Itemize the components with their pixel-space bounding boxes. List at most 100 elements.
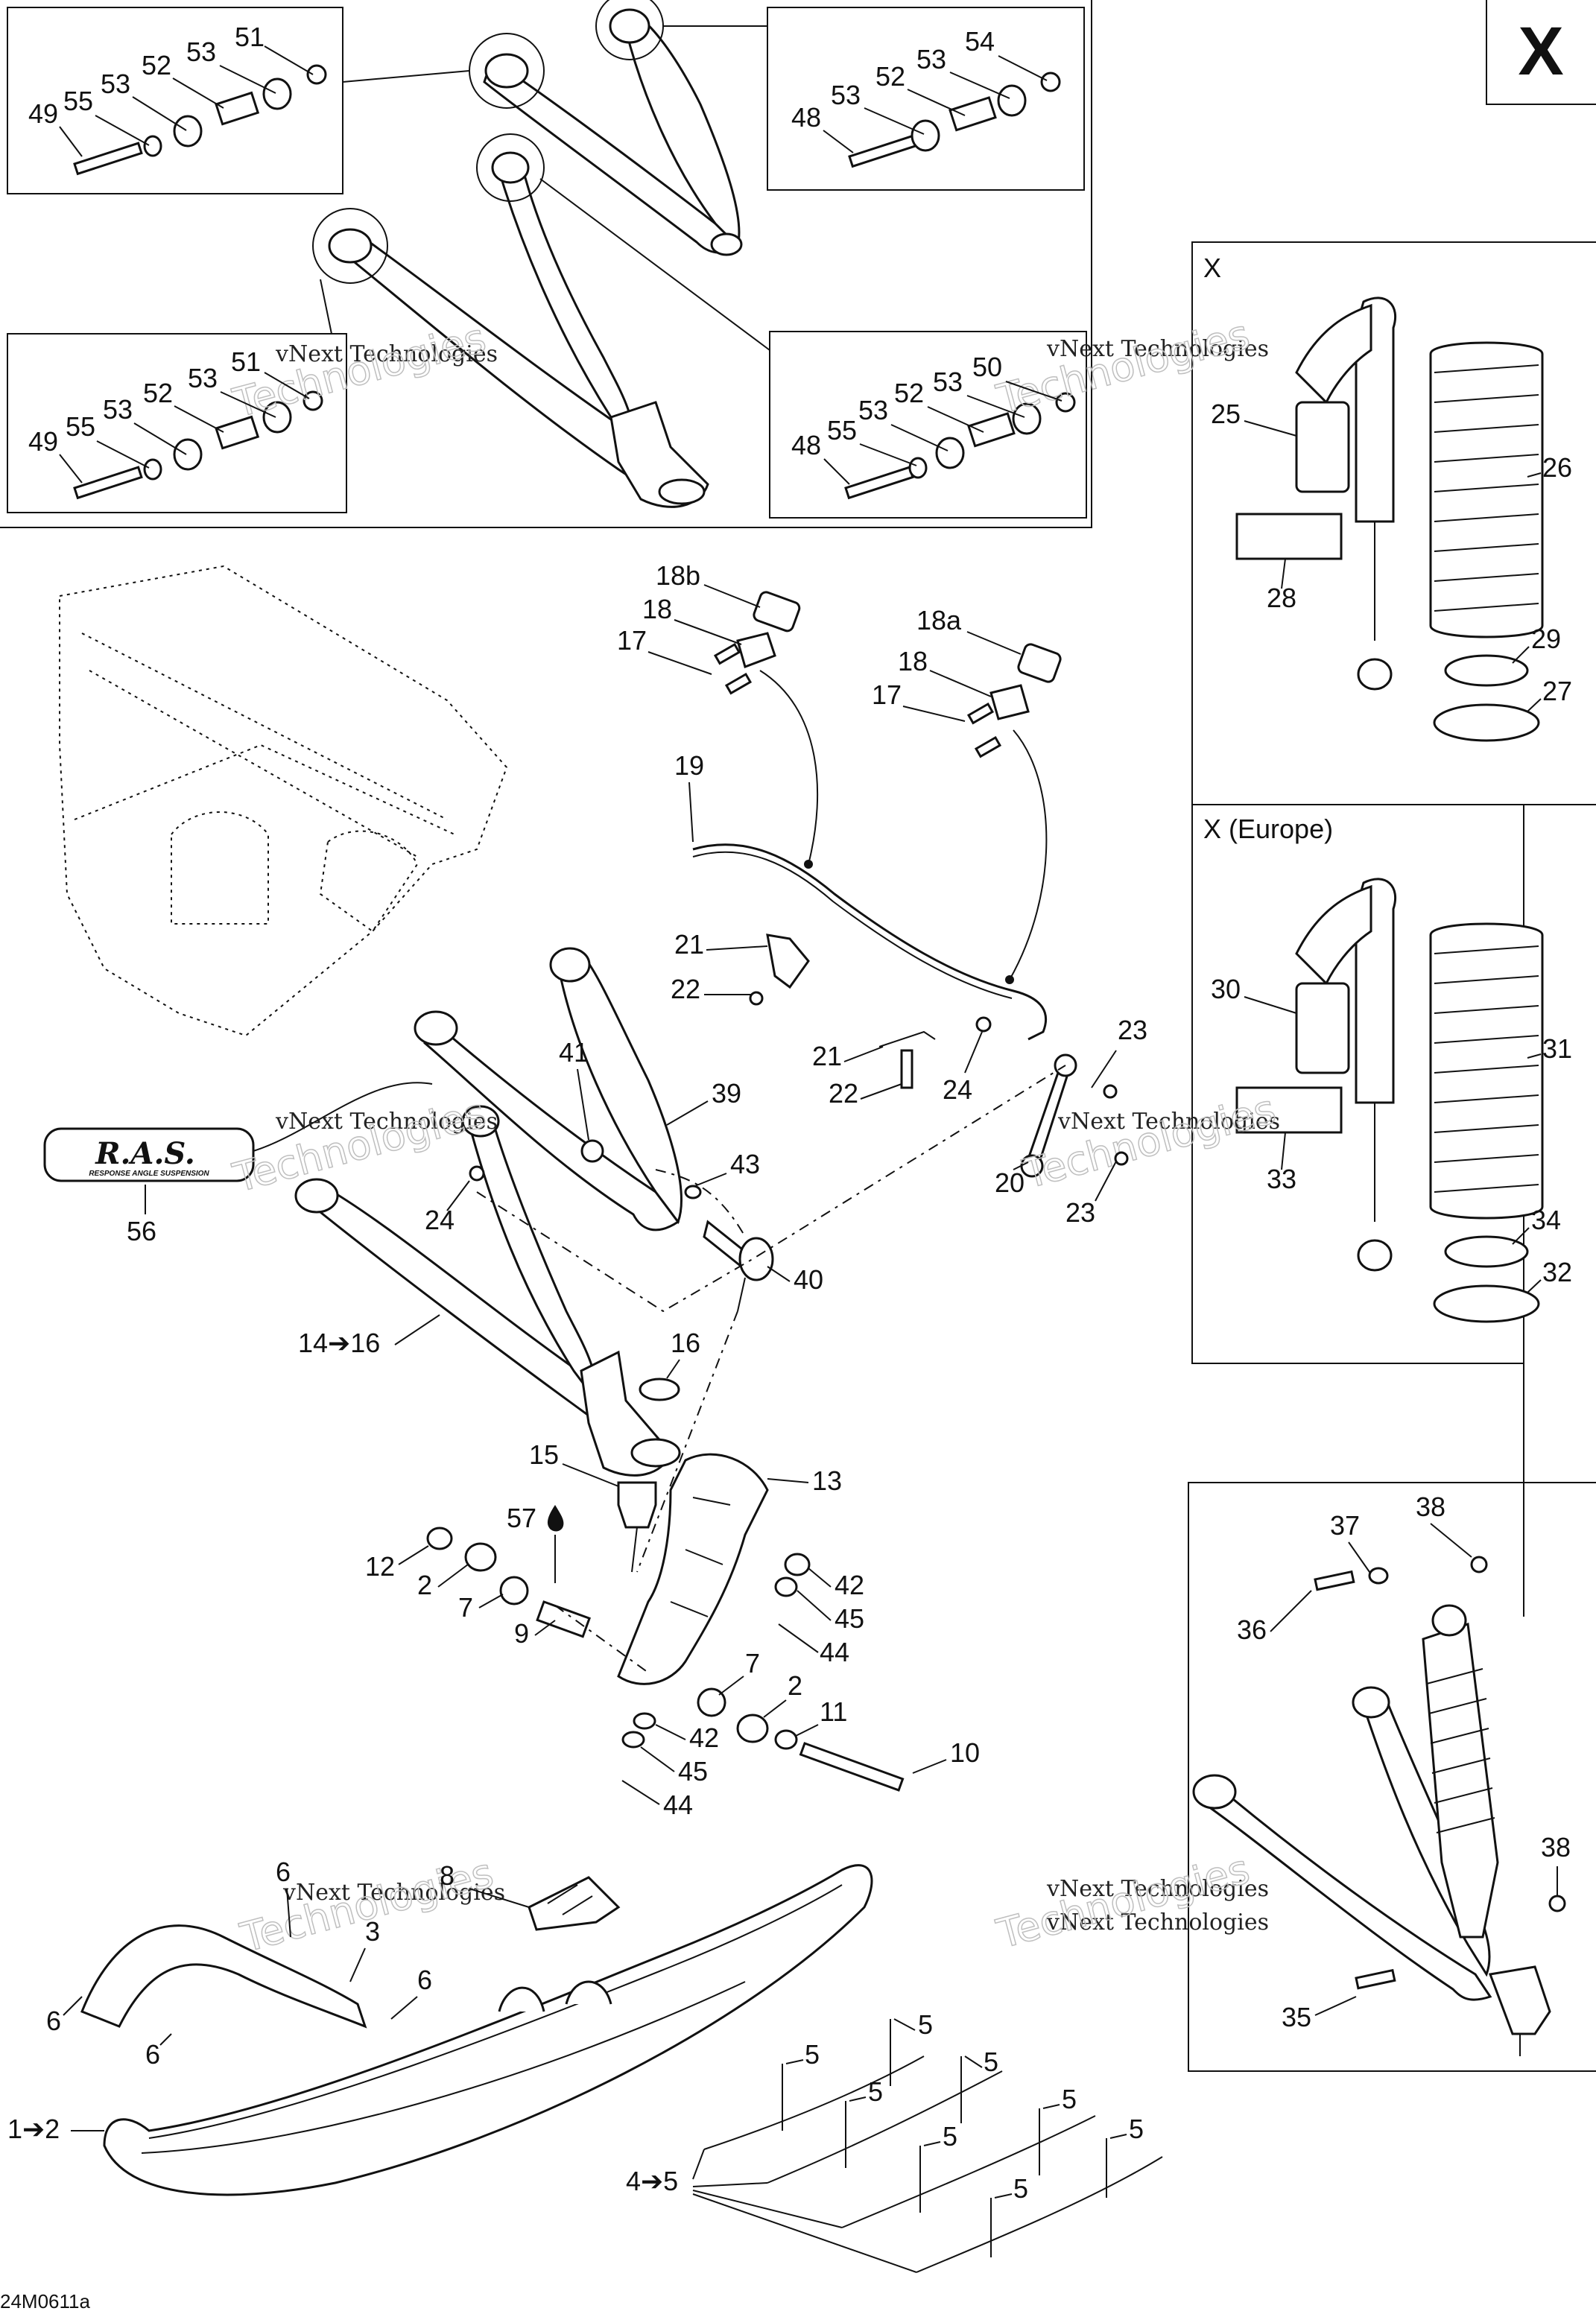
callout: 16 [671,1328,700,1358]
shock-inset-x: X [1191,241,1596,805]
inset-box-bottom-left [7,333,347,513]
callout: 53 [101,69,130,99]
watermark: vNext Technologies [1046,336,1269,362]
inset-title-x: X [1203,253,1221,283]
callout: 6 [417,1965,432,1995]
callout: 2 [417,1570,432,1600]
callout: 56 [127,1216,156,1246]
callout: 2 [788,1670,802,1701]
callout: 5 [943,2121,957,2152]
callout: 53 [186,37,216,67]
callout: 34 [1531,1205,1561,1235]
callout: 43 [730,1149,760,1179]
callout: 6 [276,1857,291,1887]
callout: 15 [529,1439,559,1470]
callout: 53 [916,44,946,75]
callout: 38 [1541,1832,1571,1863]
ski-assembly [80,1864,1163,2273]
callout: 42 [689,1722,719,1753]
callout: 5 [1062,2084,1077,2114]
watermark: vNext Technologies [275,1109,498,1135]
callout: 53 [831,80,861,110]
callout: 26 [1542,452,1572,483]
callout: 20 [995,1167,1025,1198]
callout: 49 [28,426,58,457]
callout: 36 [1237,1614,1267,1645]
callout: 54 [965,26,995,57]
callout: 5 [868,2076,883,2107]
watermark-large: Technologies [228,1089,490,1202]
shock-inset-x-europe: X (Europe) [1191,805,1544,1364]
watermark-large: Technologies [228,314,490,427]
callout: 22 [829,1078,858,1109]
callout: 52 [142,50,171,80]
callout: 30 [1211,974,1241,1004]
upper-a-arm [483,8,743,256]
ras-logo-text: R.A.S. [95,1136,195,1171]
callout: 35 [1282,2002,1311,2032]
callout: 53 [858,395,888,425]
callout: 29 [1531,624,1561,654]
callout: 14➔16 [298,1328,380,1358]
callout: 18 [642,594,672,624]
watermark: vNext Technologies [275,341,498,367]
callout: 32 [1542,1257,1572,1287]
callout: 45 [835,1603,864,1634]
watermark: vNext Technologies [1057,1109,1280,1135]
callout: 5 [1129,2114,1144,2144]
ras-logo: R.A.S. RESPONSE ANGLE SUSPENSION [43,1082,433,1182]
callouts: 51 53 52 53 55 49 54 53 52 53 48 51 53 5… [0,22,1572,2313]
callout: 39 [712,1078,741,1109]
callout: 1➔2 [7,2114,60,2144]
callout: 52 [143,378,173,408]
callout: 21 [674,929,704,960]
chassis-frame [59,565,508,1037]
callout: 17 [617,625,647,656]
inset-box-bottom-right [769,331,1087,519]
callout: 7 [745,1648,760,1679]
callout: 19 [674,750,704,781]
callout: 50 [972,352,1002,382]
inset-box-top-right [767,7,1085,191]
callout: 6 [46,2006,61,2036]
callout: 24 [943,1074,972,1105]
callout: 38 [1416,1492,1445,1522]
callout: 52 [894,378,924,408]
callout: 11 [820,1696,847,1727]
callout: 7 [458,1592,473,1623]
callout: 49 [28,98,58,129]
callout: 6 [145,2039,160,2070]
callout: 42 [835,1570,864,1600]
callout: 55 [66,411,95,442]
lower-a-arm [328,151,709,508]
ras-logo-subtitle: RESPONSE ANGLE SUSPENSION [89,1170,209,1178]
hardware-stack-top-left [73,64,327,176]
callout: 5 [918,2009,933,2040]
callout: 5 [1013,2173,1028,2204]
watermarks: vNext Technologies vNext Technologies vN… [227,310,1281,1962]
callout: 4➔5 [626,2166,678,2196]
decal-33 [1235,1086,1343,1134]
callout: 53 [103,394,133,425]
callout: 57 [507,1503,536,1533]
section-letter: X [1518,13,1563,89]
watermark: vNext Technologies [1046,1909,1269,1936]
anti-roll-bar [692,591,1077,1178]
callout: 51 [235,22,265,52]
callout: 53 [933,367,963,397]
callout: 18b [656,560,700,591]
fasteners [469,991,1566,1990]
callout: 25 [1211,399,1241,429]
callout: 51 [231,346,261,377]
hardware-stack-bottom-right [844,392,1076,500]
callout: 12 [365,1551,395,1582]
callout: 37 [1330,1510,1360,1541]
drawing-code: 24M0611a [0,2290,90,2313]
main-suspension [294,947,1066,1792]
grease-drop-icon [547,1505,564,1532]
watermark: vNext Technologies [1046,1876,1269,1902]
inset-title-x-europe: X (Europe) [1203,814,1333,844]
callout: 31 [1542,1033,1572,1064]
top-assembly-region [0,0,1092,528]
